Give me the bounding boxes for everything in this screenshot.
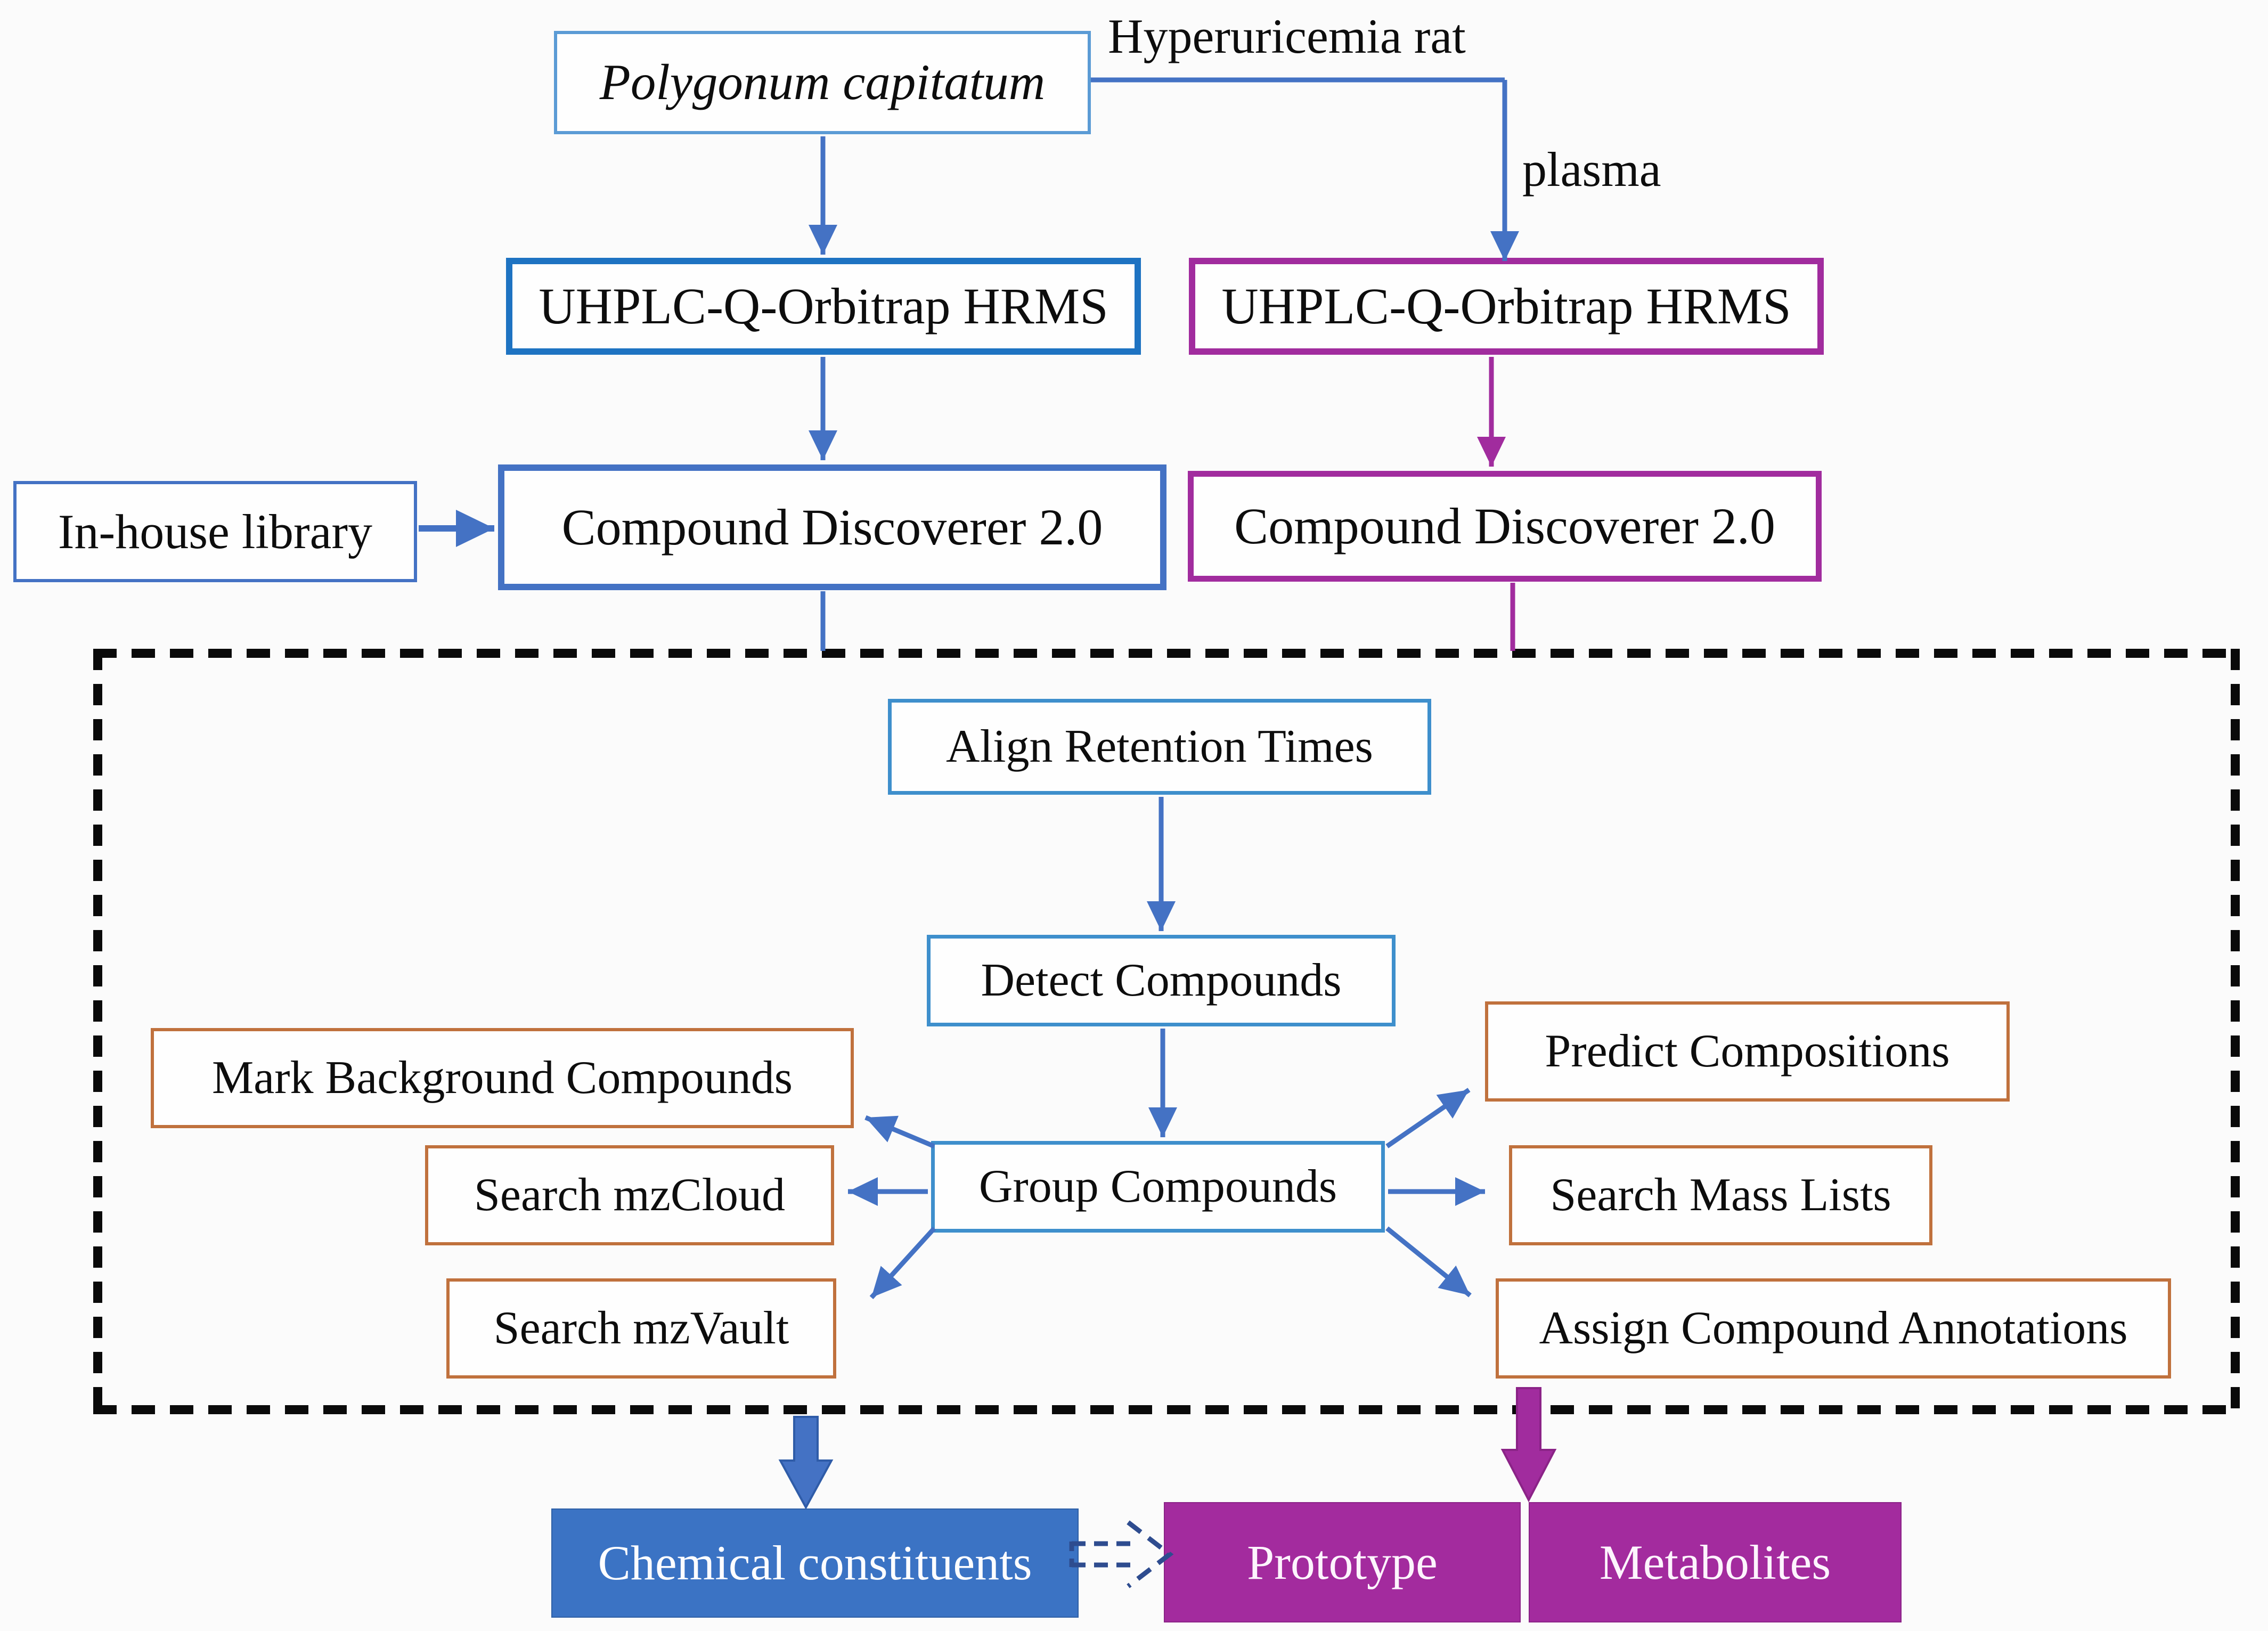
- block-arrow-region-to-chemical-constituents: [778, 1416, 834, 1510]
- software-herb-label: Compound Discoverer 2.0: [561, 498, 1103, 556]
- instrument-herb-label: UHPLC-Q-Orbitrap HRMS: [539, 277, 1108, 335]
- prototype-box: Prototype: [1164, 1502, 1521, 1622]
- chemical-constituents-box: Chemical constituents: [551, 1508, 1079, 1618]
- hyperuricemia-rat-label: Hyperuricemia rat: [1108, 9, 1466, 63]
- prototype-label: Prototype: [1247, 1535, 1438, 1589]
- search-mzcloud-box: Search mzCloud: [425, 1145, 834, 1245]
- predict-compositions-label: Predict Compositions: [1545, 1025, 1950, 1077]
- dashed-arrow-chemical-to-prototype: [1069, 1520, 1174, 1588]
- assign-compound-annotations-box: Assign Compound Annotations: [1496, 1278, 2171, 1379]
- assign-compound-annotations-label: Assign Compound Annotations: [1539, 1302, 2128, 1354]
- search-mzvault-label: Search mzVault: [493, 1302, 789, 1354]
- detect-compounds-label: Detect Compounds: [981, 954, 1342, 1006]
- mark-background-compounds-box: Mark Background Compounds: [151, 1028, 854, 1128]
- processing-dashed-region: [93, 649, 2240, 1414]
- software-plasma-box: Compound Discoverer 2.0: [1188, 471, 1822, 582]
- dashed-border-left: [93, 649, 102, 1414]
- align-retention-times-label: Align Retention Times: [946, 720, 1373, 772]
- source-label: Polygonum capitatum: [599, 54, 1046, 111]
- group-compounds-label: Group Compounds: [978, 1160, 1337, 1212]
- predict-compositions-box: Predict Compositions: [1485, 1001, 2010, 1102]
- mark-background-compounds-label: Mark Background Compounds: [211, 1051, 793, 1104]
- search-mass-lists-box: Search Mass Lists: [1509, 1145, 1932, 1245]
- chemical-constituents-label: Chemical constituents: [598, 1536, 1032, 1591]
- software-plasma-label: Compound Discoverer 2.0: [1234, 497, 1775, 554]
- source-box: Polygonum capitatum: [554, 31, 1091, 134]
- align-retention-times-box: Align Retention Times: [888, 699, 1431, 795]
- inhouse-library-box: In-house library: [13, 481, 417, 582]
- inhouse-library-label: In-house library: [58, 504, 373, 559]
- software-herb-box: Compound Discoverer 2.0: [498, 464, 1166, 590]
- search-mass-lists-label: Search Mass Lists: [1550, 1169, 1891, 1221]
- dashed-border-top: [93, 649, 2240, 658]
- detect-compounds-box: Detect Compounds: [927, 935, 1396, 1026]
- instrument-plasma-label: UHPLC-Q-Orbitrap HRMS: [1221, 277, 1791, 335]
- dashed-border-bottom: [93, 1405, 2240, 1414]
- plasma-label: plasma: [1522, 142, 1661, 197]
- metabolites-box: Metabolites: [1529, 1502, 1902, 1622]
- search-mzcloud-label: Search mzCloud: [474, 1169, 786, 1221]
- search-mzvault-box: Search mzVault: [446, 1278, 836, 1379]
- metabolites-label: Metabolites: [1599, 1535, 1831, 1589]
- dashed-border-right: [2231, 649, 2240, 1414]
- instrument-herb-box: UHPLC-Q-Orbitrap HRMS: [506, 258, 1141, 355]
- group-compounds-box: Group Compounds: [931, 1141, 1385, 1233]
- instrument-plasma-box: UHPLC-Q-Orbitrap HRMS: [1189, 258, 1824, 355]
